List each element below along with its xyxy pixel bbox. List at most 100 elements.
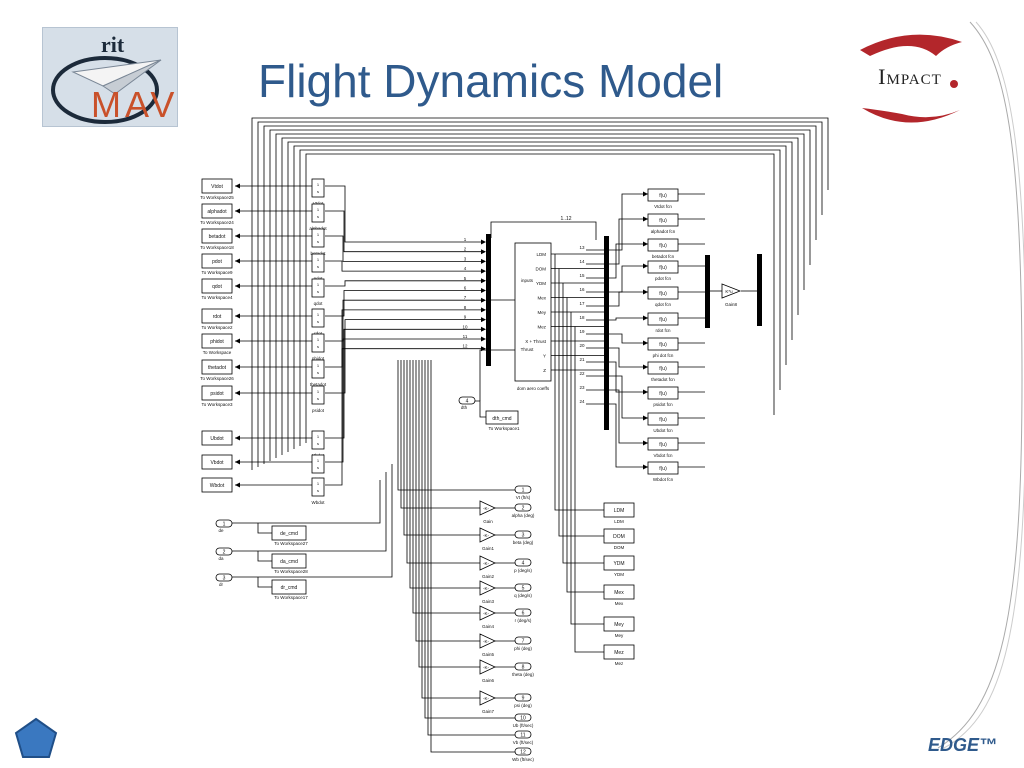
signal-line [558,268,604,537]
arrow-head [643,440,648,446]
outport-12 [514,747,532,756]
arrow-head [643,315,648,321]
integrator-block-5 [311,278,325,298]
mux-port-number: 11 [463,334,468,339]
impact-logo-text: Impact [878,64,942,89]
psi_ws-block [201,385,233,401]
q_ws-label: qdot [212,284,222,290]
mux-port-number: 1 [464,237,467,242]
aero-output-label: LDM [536,252,546,257]
signal-line [325,299,485,342]
mux-bar [486,234,491,366]
moment-scope-label: DOM [613,534,625,540]
integrator-denominator: s [317,396,319,401]
psi_ws-label: psidot [210,391,224,397]
arrow-head [643,289,648,295]
q_ws-block [201,278,233,294]
outport-10-label: Ub (ft/sec) [513,723,534,728]
gain-label: -K- [483,586,490,591]
moment-scope-label: Mez [614,650,624,656]
integrator-caption: phidot [312,356,325,361]
integrator-numerator: 1 [317,434,320,439]
mux-port-number: 12 [462,344,468,349]
integrator-block-3 [311,228,325,248]
demux-port-number: 13 [579,245,585,250]
moment-scope-label: Mex [614,590,624,596]
integrator-denominator: s [317,465,319,470]
vdot_ws-block [201,178,233,194]
outport-1-number: 1 [522,488,525,494]
gain-block-3 [479,555,496,571]
outport-2-number: 2 [522,506,525,512]
signal-line [325,185,485,243]
p_ws-block [201,253,233,269]
integrator-block-10 [311,430,325,450]
mux-port-number: 4 [464,266,467,271]
home-button[interactable] [12,715,60,763]
fcn-label: f(u) [659,193,667,199]
feedback-loop [281,137,799,455]
fcn-label: f(u) [659,442,667,448]
mux-port-number: 8 [464,305,467,310]
gain-caption: Gain5 [482,652,495,657]
gain-label: -K- [483,533,490,538]
input-de-inport-number: 1 [223,522,226,528]
outport-11-number: 11 [520,733,525,739]
signal-line [325,319,485,394]
integrator-block-7 [311,333,325,353]
feedback-loop [263,125,817,464]
outport-4-label: p (deg/s) [514,568,532,573]
theta_ws-caption: To Workspace26 [200,376,234,381]
integrator-numerator: 1 [317,389,320,394]
dth-workspace-block [485,410,519,425]
integrator-numerator: 1 [317,257,320,262]
feedback-loop [251,117,829,470]
integrator-block-1 [311,178,325,198]
arrow-head [643,263,648,269]
aero-output-label: YDM [536,281,546,286]
demux-port-number: 16 [579,287,585,292]
mux-port-number: 9 [464,315,467,320]
integrator-numerator: 1 [317,232,320,237]
fcn-label: f(u) [659,417,667,423]
phi_ws-caption: To Workspace [203,350,232,355]
aero-output-label: Mez [537,325,546,330]
integrator-denominator: s [317,264,319,269]
signal-line [418,360,480,668]
fcn-label: f(u) [659,466,667,472]
gain-label: -K- [483,506,490,511]
arrow-head [481,288,486,293]
aero-output-label: Mex [537,296,546,301]
vdot_ws-label: Vtdot [211,184,223,190]
signal-line [232,480,381,524]
input-dr-workspace-caption: To Workspace17 [274,595,308,600]
outport-9-number: 9 [522,696,525,702]
fcn-block-1 [647,188,679,202]
arrow-head [643,415,648,421]
feedback-loop [293,145,787,449]
arrow-head [235,208,240,214]
signal-line [325,348,485,486]
signal-line [232,464,393,578]
demux-port-number: 24 [579,399,585,404]
signal-line [325,280,485,287]
gain-caption: Gain7 [482,709,495,714]
input-de-label: de [218,528,224,533]
fcn-block-9 [647,386,679,400]
gain-label: -K- [483,561,490,566]
moment-scope-caption: Mex [615,601,624,606]
matrix-gain-block [721,283,742,299]
fcn-caption: pdot fcn [655,276,672,281]
arrow-head [235,435,240,441]
fcn-block-4 [647,260,679,274]
signal-line [257,551,272,562]
integrator-block-4 [311,253,325,273]
outport-7 [514,636,532,645]
fcn-label: f(u) [659,317,667,323]
mux-port-number: 3 [464,256,467,261]
gain-label: -K- [483,611,490,616]
outport-6-number: 6 [522,611,525,617]
signal-line [430,360,515,753]
dth-inport-number: 4 [466,399,469,405]
integrator-block-2 [311,203,325,223]
